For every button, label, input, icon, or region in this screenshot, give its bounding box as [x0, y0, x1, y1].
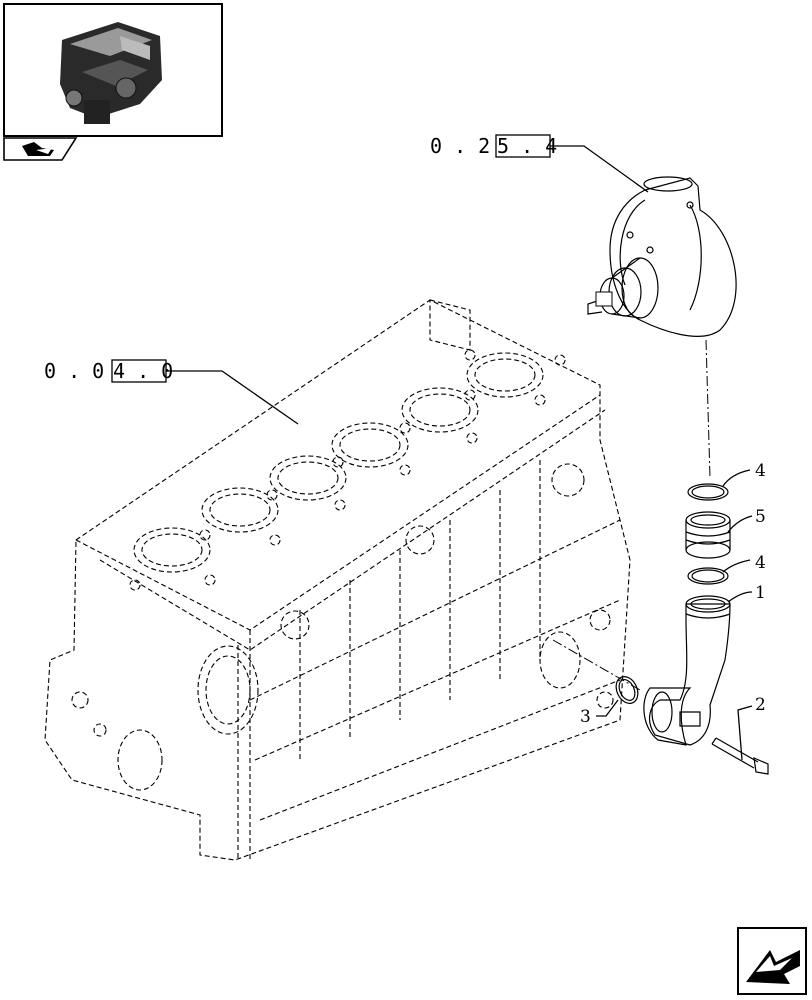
callout-4-upper[interactable]: 4	[722, 461, 766, 487]
callout-3[interactable]: 3	[580, 699, 619, 727]
back-button[interactable]	[3, 137, 78, 161]
block-ref-part-b: 4 . 0	[113, 359, 173, 383]
callout-label-4-lower: 4	[755, 553, 766, 573]
block-outlet-axis-line	[552, 639, 641, 691]
callout-label-4-upper: 4	[755, 461, 766, 481]
o-ring-lower	[687, 567, 729, 585]
callout-label-2: 2	[755, 695, 766, 715]
next-page-arrow-icon	[746, 950, 800, 984]
block-ref-part-a: 0 . 0	[44, 359, 104, 383]
o-ring-upper	[687, 483, 729, 501]
next-page-button[interactable]	[737, 927, 807, 995]
turbo-axis-line	[705, 339, 711, 479]
turbo-ref-part-a: 0 . 2	[430, 134, 490, 158]
turbo-reference-leader	[550, 145, 649, 193]
block-reference-leader	[166, 370, 299, 425]
sleeve-part	[685, 511, 731, 559]
callout-2[interactable]: 2	[737, 695, 766, 761]
block-reference-label[interactable]: 0 . 0 4 . 0	[44, 359, 173, 383]
callout-label-5: 5	[755, 507, 766, 527]
callout-label-1: 1	[755, 583, 766, 603]
bolt-part	[711, 737, 769, 775]
engine-thumbnail[interactable]	[3, 3, 223, 137]
engine-thumbnail-icon	[60, 22, 162, 124]
elbow-pipe	[643, 595, 731, 746]
turbo-ref-part-b: 5 . 4	[497, 134, 557, 158]
turbocharger	[587, 176, 737, 337]
back-folder-icon	[22, 142, 54, 156]
callout-label-3: 3	[580, 707, 591, 727]
callout-4-lower[interactable]: 4	[722, 553, 766, 573]
engine-block-outline	[44, 299, 631, 861]
o-ring-outlet	[615, 676, 639, 704]
callout-5[interactable]: 5	[727, 507, 766, 533]
turbo-reference-label[interactable]: 0 . 2 5 . 4	[430, 134, 557, 158]
callout-1[interactable]: 1	[727, 583, 766, 603]
